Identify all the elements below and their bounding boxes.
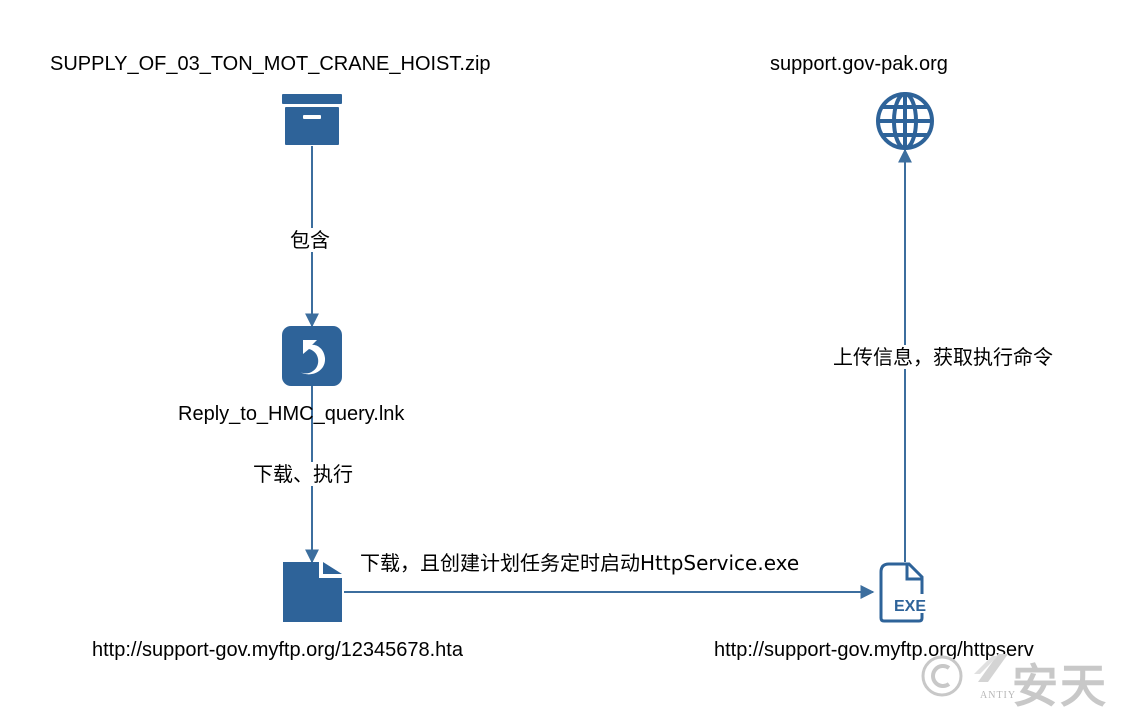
exe-label: http://support-gov.myftp.org/httpserv (714, 639, 1034, 661)
lnk-label: Reply_to_HMC_query.lnk (178, 403, 405, 425)
zip-label: SUPPLY_OF_03_TON_MOT_CRANE_HOIST.zip (50, 53, 491, 75)
watermark-brand-en: ANTIY (980, 690, 1017, 701)
shortcut-arrow-icon (282, 326, 342, 386)
c2-label: support.gov-pak.org (770, 53, 948, 75)
exe-file-icon (879, 562, 930, 623)
edge-label-contains: 包含 (290, 228, 330, 252)
copyright-icon (921, 655, 963, 697)
edge-label-upload-command: 上传信息，获取执行命令 (833, 345, 1053, 369)
edge-label-download-execute: 下载、执行 (253, 462, 353, 486)
antiy-logo-icon (974, 654, 1008, 682)
exe-badge: EXE (894, 598, 926, 615)
hta-label: http://support-gov.myftp.org/12345678.ht… (92, 639, 463, 661)
edge-label-scheduled-task: 下载，且创建计划任务定时启动HttpService.exe (360, 551, 800, 575)
file-icon (283, 562, 342, 622)
globe-icon (876, 92, 934, 150)
archive-box-icon (282, 94, 342, 145)
watermark-brand-cn: 安天 (1012, 659, 1108, 713)
